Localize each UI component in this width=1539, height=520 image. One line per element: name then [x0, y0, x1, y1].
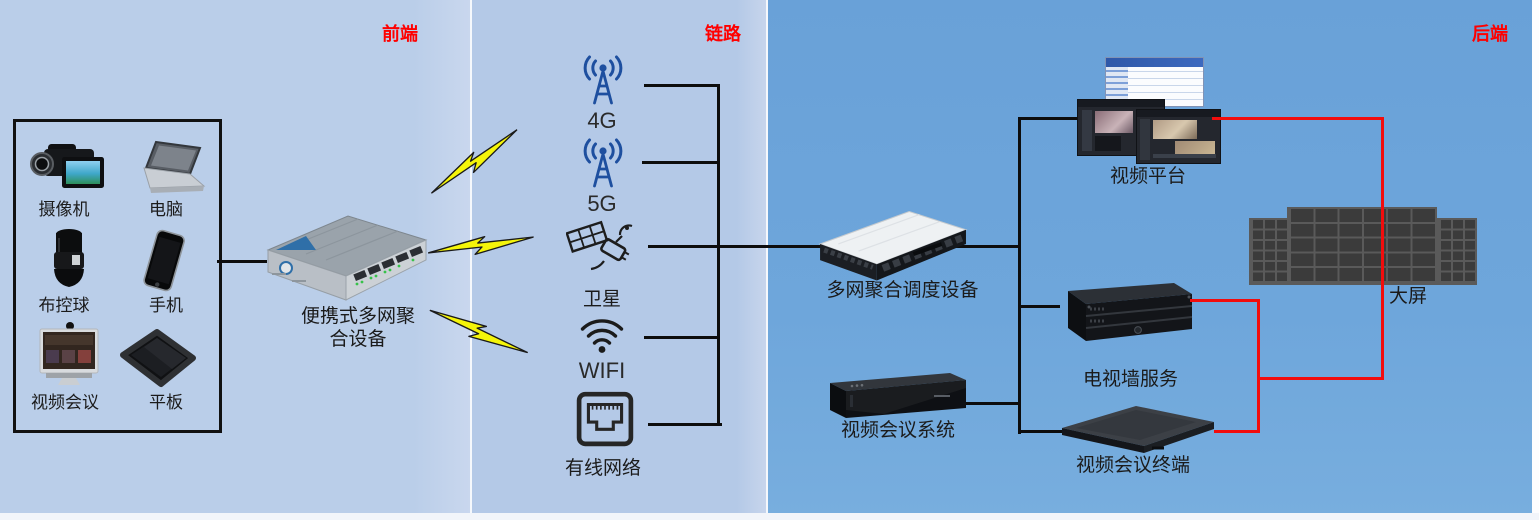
- camcorder-icon: [28, 142, 108, 201]
- camera-label: 摄像机: [38, 200, 90, 219]
- window-titlebar: [1137, 110, 1220, 117]
- link-satellite-label: 卫星: [582, 289, 621, 310]
- section-divider-left: [470, 0, 472, 513]
- aggregator-label: 便携式多网聚 合设备: [278, 306, 438, 352]
- red-connector-tvwall-right: [1190, 299, 1260, 302]
- video-thumbnail: [1175, 141, 1215, 157]
- videoconf-screen-icon: [36, 322, 104, 393]
- video-platform-label: 视频平台: [1109, 166, 1186, 187]
- vc-system-icon: [826, 368, 968, 429]
- cell-tower-5g-icon: [576, 137, 630, 196]
- link-5g-label: 5G: [587, 191, 617, 216]
- frontend-section-label: 前端: [382, 24, 418, 44]
- page-edge-bottom: [0, 513, 1539, 520]
- ptz-ball-icon: [48, 226, 90, 297]
- scheduler-server-icon: [816, 205, 968, 292]
- lightning-bolt-icon: [427, 232, 535, 265]
- connector-bus-tvwall: [1020, 305, 1060, 308]
- connector-bus-videoplatform: [1020, 117, 1082, 120]
- video-thumbnail: [1153, 120, 1197, 139]
- connector-vcsystem-bus: [958, 402, 1020, 405]
- connector-ethernet-bus: [648, 423, 722, 426]
- video-thumbnail: [1095, 111, 1133, 133]
- aggregator-router-icon: [262, 210, 432, 315]
- satellite-icon: [565, 219, 640, 280]
- red-connector-mid-bigscreen: [1257, 377, 1384, 380]
- window-timeline: [1153, 154, 1216, 158]
- aggregator-label-line1: 便携式多网聚: [300, 306, 415, 327]
- lightning-bolt-icon: [423, 125, 529, 203]
- link-ethernet-label: 有线网络: [564, 458, 641, 479]
- aggregator-label-line2: 合设备: [329, 328, 387, 350]
- phone-label: 手机: [149, 296, 183, 315]
- link-4g-label: 4G: [587, 108, 617, 133]
- window-sidebar: [1106, 67, 1128, 106]
- connector-bus-vcterminal: [1020, 430, 1064, 433]
- red-connector-vertical-bigscreen: [1381, 117, 1384, 380]
- vc-system-label: 视频会议系统: [840, 420, 955, 441]
- tablet-label: 平板: [149, 393, 183, 412]
- tablet-icon: [120, 328, 198, 393]
- ptz-ball-label: 布控球: [38, 296, 90, 315]
- lightning-bolt-icon: [424, 295, 530, 373]
- frontend-device-box: [13, 119, 222, 433]
- connector-5g-bus: [642, 161, 720, 164]
- red-connector-vertical-mid: [1257, 299, 1260, 433]
- red-connector-videoplatform-right: [1212, 117, 1384, 120]
- backend-bus-vertical: [1018, 117, 1021, 434]
- laptop-icon: [126, 140, 210, 201]
- video-wall-right-panel: [1437, 218, 1477, 285]
- video-thumbnail: [1095, 136, 1121, 151]
- window-titlebar: [1078, 100, 1164, 107]
- connector-wifi-bus: [644, 336, 720, 339]
- red-connector-vcterminal-right: [1214, 430, 1260, 433]
- tv-wall-server-icon: [1052, 281, 1198, 356]
- video-wall-left-panel: [1249, 218, 1289, 285]
- link-wifi-label: WIFI: [578, 358, 626, 383]
- wifi-icon: [578, 314, 626, 361]
- window-toolstrip: [1082, 110, 1092, 151]
- backend-section-label: 后端: [1472, 24, 1508, 44]
- link-section-label: 链路: [705, 24, 741, 44]
- connector-devicebox-aggregator: [217, 260, 267, 263]
- smartphone-icon: [136, 228, 192, 299]
- computer-label: 电脑: [149, 200, 183, 219]
- big-screen-label: 大屏: [1388, 286, 1427, 307]
- cell-tower-4g-icon: [576, 54, 630, 113]
- scheduler-label: 多网聚合调度设备: [826, 280, 979, 301]
- video-platform-window-monitor2: [1136, 109, 1221, 164]
- connector-4g-bus: [644, 84, 718, 87]
- window-titlebar: [1106, 58, 1203, 67]
- ethernet-port-icon: [576, 391, 634, 452]
- vc-terminal-icon: [1056, 402, 1218, 459]
- link-bus-vertical: [717, 84, 720, 426]
- vc-terminal-label: 视频会议终端: [1075, 455, 1190, 476]
- videoconf-label: 视频会议: [31, 393, 99, 412]
- window-toolstrip: [1140, 119, 1150, 160]
- page-edge-right: [1532, 0, 1539, 520]
- tv-wall-server-label: 电视墙服务: [1082, 369, 1178, 390]
- section-divider-right: [766, 0, 768, 513]
- video-wall-center: [1287, 207, 1437, 285]
